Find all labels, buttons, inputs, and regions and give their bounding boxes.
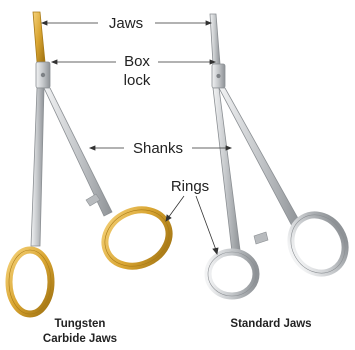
standard-needle-holder [208, 14, 355, 296]
tungsten-carbide-needle-holder [9, 12, 178, 314]
box-lock-label-line1: Box [124, 53, 150, 70]
right-jaws [210, 14, 220, 64]
left-caption-line1: Tungsten [55, 318, 106, 330]
left-shank-2 [44, 88, 112, 216]
right-caption: Standard Jaws [230, 318, 311, 330]
left-jaws [33, 12, 45, 62]
shanks-label: Shanks [133, 140, 183, 157]
box-lock-label-line2: lock [124, 72, 151, 89]
jaws-label: Jaws [109, 15, 143, 32]
rings-label: Rings [171, 178, 209, 195]
left-shank-1 [31, 88, 44, 246]
left-caption-line2: Carbide Jaws [43, 333, 117, 345]
